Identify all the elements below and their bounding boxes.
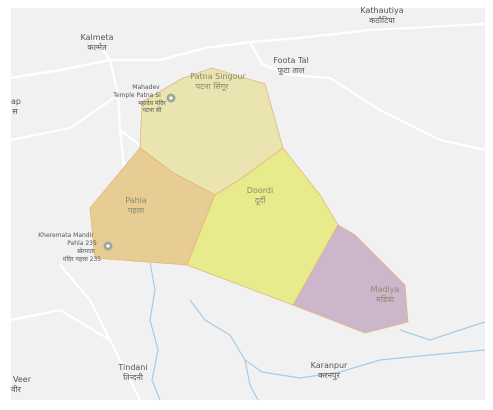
- poi-label-mahadev-2: Temple Patna Si: [112, 92, 161, 99]
- poi-label-mahadev-4: पटना सी: [143, 106, 162, 114]
- road: [328, 76, 487, 152]
- region-label-madiya-en: Madiya: [371, 285, 400, 294]
- road: [9, 93, 120, 142]
- region-label-pahla-hi: पहला: [128, 206, 145, 215]
- place-label-edge-1: ap: [11, 97, 21, 106]
- river: [399, 321, 486, 341]
- poi-kheremata-mandir[interactable]: [103, 241, 113, 251]
- poi-label-mahadev-3: महादेव मंदिर: [138, 99, 166, 107]
- poi-mahadev-temple[interactable]: [166, 93, 176, 103]
- poi-label-kheremata-2: Pahla 235: [67, 240, 97, 247]
- region-label-patna-singour-hi: पटना सिंगूर: [196, 81, 230, 92]
- regions: [89, 67, 409, 334]
- road: [58, 263, 142, 402]
- place-label-karanpur-hi: करनपुर: [318, 371, 340, 381]
- region-label-madiya-hi: मडिया: [376, 294, 395, 304]
- place-label-tindani-en: Tindani: [117, 363, 147, 372]
- temple-pin-icon-center: [106, 244, 110, 248]
- region-label-pahla-en: Pahla: [125, 196, 147, 205]
- region-label-doordi-hi: दूर्दी: [255, 195, 266, 206]
- river: [189, 299, 486, 379]
- place-label-kalmeta-en: Kalmeta: [81, 33, 114, 42]
- place-label-foota-tal-hi: फूटा ताल: [278, 66, 305, 76]
- poi-label-kheremata-1: Kheremata Mandir: [38, 232, 94, 239]
- poi-label-kheremata-3: खेरमाता: [77, 247, 95, 255]
- poi-label-mahadev-1: Mahadev: [132, 84, 160, 91]
- river: [149, 261, 161, 401]
- road: [9, 22, 487, 80]
- region-label-doordi-en: Doordi: [247, 186, 273, 195]
- temple-pin-icon-center: [169, 96, 173, 100]
- poi-label-kheremata-4: मंदिर पहला 235: [63, 255, 101, 263]
- place-label-kalmeta-hi: कल्मेत: [87, 42, 107, 52]
- place-label-karanpur-en: Karanpur: [311, 361, 348, 370]
- region-label-patna-singour-en: Patna Singour: [190, 72, 246, 81]
- road: [9, 308, 112, 342]
- place-label-veer-2: वीर: [11, 384, 22, 394]
- place-label-tindani-hi: तिन्दनी: [123, 372, 144, 382]
- place-label-edge-2: स: [12, 107, 18, 116]
- region-madiya[interactable]: [292, 224, 409, 334]
- place-label-kathautiya-en: Kathautiya: [360, 6, 403, 15]
- road: [248, 40, 332, 80]
- rivers: [149, 261, 486, 401]
- region-doordi[interactable]: [186, 147, 339, 306]
- place-label-foota-tal-en: Foota Tal: [273, 56, 308, 65]
- river: [244, 359, 259, 401]
- place-label-veer-1: Veer: [13, 375, 32, 384]
- place-label-kathautiya-hi: कठौटिया: [369, 15, 396, 25]
